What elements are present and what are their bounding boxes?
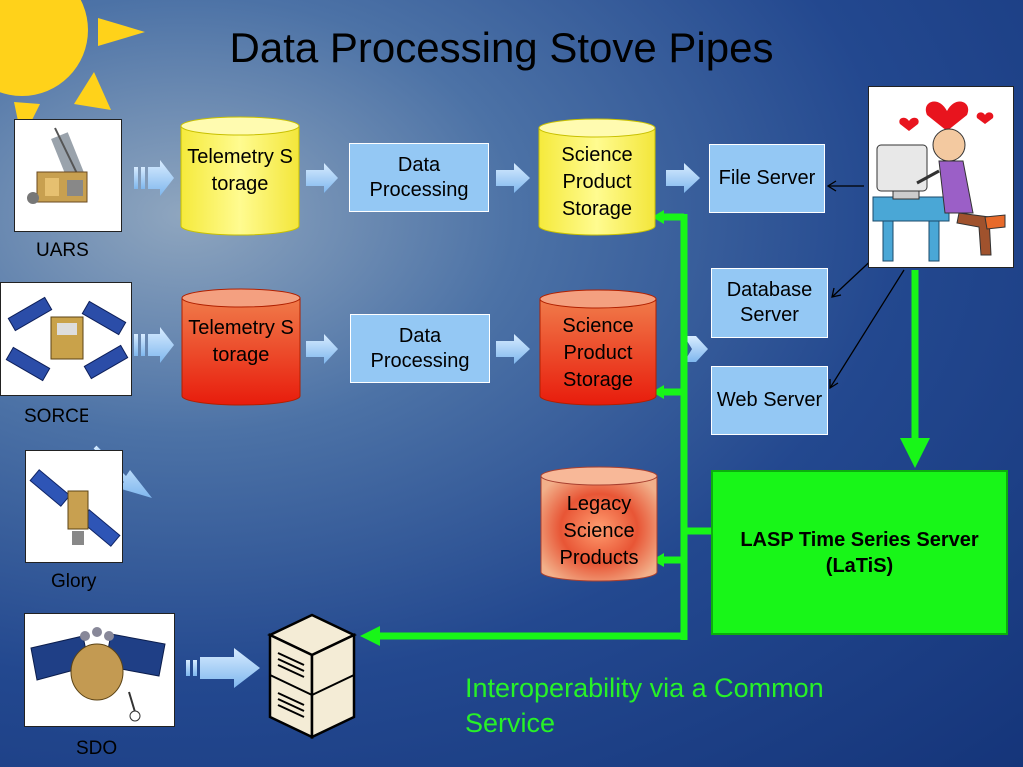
telemetry-storage-label-2: Telemetry Storage xyxy=(188,317,294,366)
glory-label: Glory xyxy=(51,571,97,592)
computer-user-icon xyxy=(872,101,1006,262)
science-storage-label-2: Science Product Storage xyxy=(562,315,634,391)
web-server-box: Web Server xyxy=(711,366,828,435)
latis-subtitle: (LaTiS) xyxy=(825,554,894,577)
interoperability-caption: Interoperability via a Common Service xyxy=(465,671,985,741)
legacy-cylinder xyxy=(540,466,658,582)
sdo-label: SDO xyxy=(76,738,118,759)
file-server-label: File Server xyxy=(718,167,816,189)
satellite-icon xyxy=(29,469,121,547)
interoperability-line-1: Interoperability via a Common xyxy=(465,673,824,703)
science-cylinder-1 xyxy=(538,118,656,236)
sorce-label: SORCE xyxy=(24,406,88,427)
sorce-satellite-image xyxy=(0,282,132,396)
arrow-sorce-telemetry xyxy=(134,327,174,363)
telemetry-storage-label-1: Telemetry Storage xyxy=(187,146,293,195)
uars-satellite-image xyxy=(14,119,122,232)
arrow-telemetry-processing-2 xyxy=(306,334,338,364)
satellite-icon xyxy=(5,296,129,382)
latis-server-box: LASP Time Series Server (LaTiS) xyxy=(711,470,1008,635)
arrow-science-db-web xyxy=(684,336,708,362)
latis-title: LASP Time Series Server xyxy=(740,528,979,551)
heart-icon xyxy=(899,101,994,131)
database-server-label: Database Server xyxy=(726,279,813,326)
uars-label: UARS xyxy=(36,240,89,261)
data-processing-box-2: Data Processing xyxy=(350,314,490,383)
user-illustration xyxy=(868,86,1014,268)
data-processing-label-1: Data Processing xyxy=(369,153,469,201)
science-storage-label-1: Science Product Storage xyxy=(561,144,633,220)
page-title: Data Processing Stove Pipes xyxy=(229,24,774,71)
satellite-icon xyxy=(27,127,88,204)
satellite-icon xyxy=(30,627,166,722)
data-processing-box-1: Data Processing xyxy=(349,143,489,212)
arrow-processing-science-2 xyxy=(496,334,530,364)
sdo-satellite-image xyxy=(24,613,175,727)
file-server-box: File Server xyxy=(709,144,825,213)
server-tower-icon xyxy=(267,613,357,739)
interoperability-line-2: Service xyxy=(465,708,556,738)
arrow-science-fileserver xyxy=(666,163,700,193)
glory-satellite-image xyxy=(25,450,123,563)
green-arrowheads xyxy=(360,210,930,646)
arrow-sdo xyxy=(186,648,260,688)
telemetry-cylinder-1 xyxy=(180,116,300,236)
arrow-uars-telemetry xyxy=(134,160,174,196)
science-cylinder-2 xyxy=(539,289,657,406)
web-server-label: Web Server xyxy=(716,389,823,411)
arrow-telemetry-processing-1 xyxy=(306,163,338,193)
legacy-products-label: Legacy Science Products xyxy=(559,493,639,569)
arrow-processing-science-1 xyxy=(496,163,530,193)
telemetry-cylinder-2 xyxy=(181,288,301,406)
data-processing-label-2: Data Processing xyxy=(370,324,470,372)
database-server-box: Database Server xyxy=(711,268,828,338)
